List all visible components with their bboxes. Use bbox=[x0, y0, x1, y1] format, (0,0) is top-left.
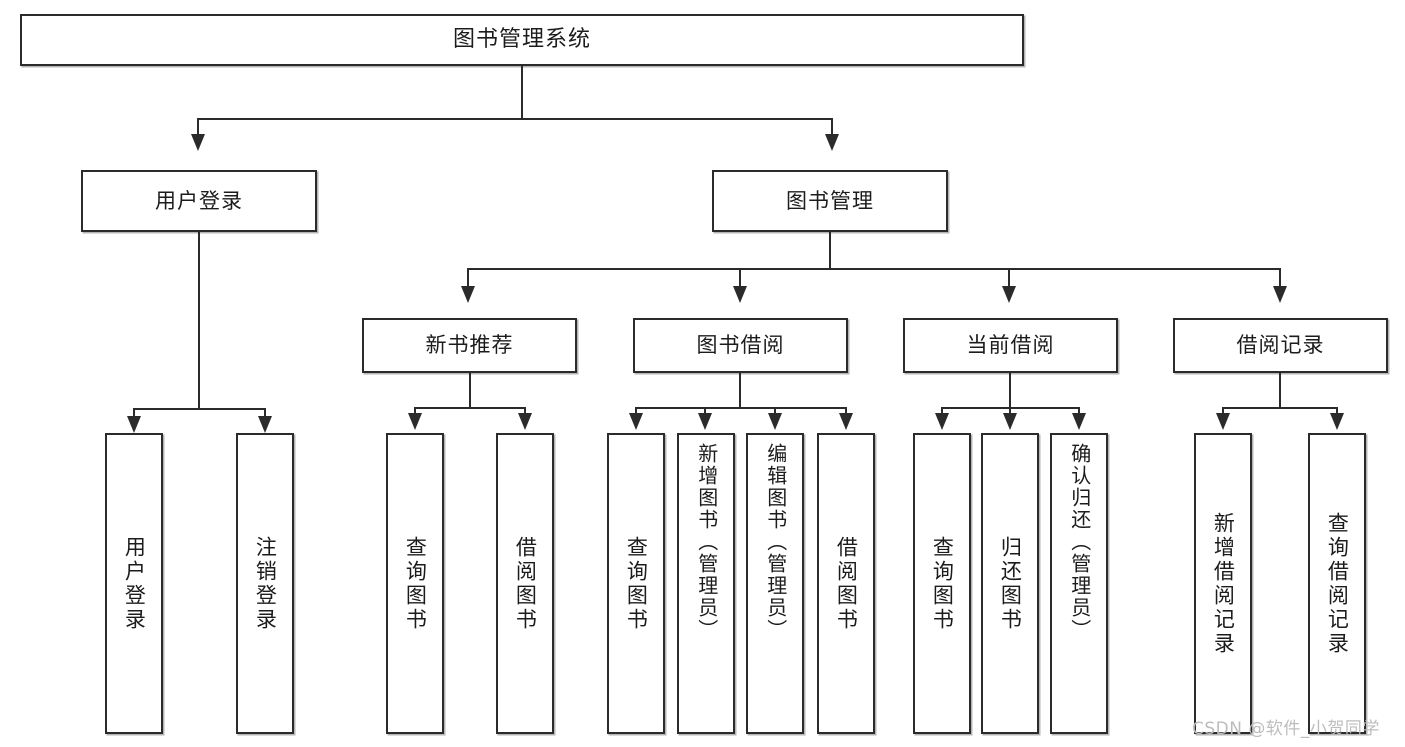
arrow-bb-child-2 bbox=[698, 413, 712, 430]
connector-bm-to-current-borrow bbox=[1008, 268, 1010, 288]
leaf-book-borrow-add-book-admin[interactable]: 新增图书（管理员） bbox=[677, 433, 735, 734]
connector-user-login-stem bbox=[198, 232, 200, 410]
arrow-root-to-book-management bbox=[825, 134, 839, 151]
leaf-borrow-record-add-record[interactable]: 新增借阅记录 bbox=[1194, 433, 1252, 734]
connector-root-stem bbox=[521, 66, 523, 119]
arrow-bm-to-borrow-record bbox=[1273, 286, 1287, 303]
leaf-new-book-query-book[interactable]: 查询图书 bbox=[386, 433, 444, 734]
connector-book-management-bar bbox=[467, 268, 1281, 270]
node-label: 图书管理 bbox=[786, 188, 874, 213]
leaf-current-borrow-confirm-return-admin[interactable]: 确认归还（管理员） bbox=[1050, 433, 1108, 734]
connector-borrow-record-stem bbox=[1279, 373, 1281, 409]
node-label: 借阅图书 bbox=[513, 535, 538, 632]
connector-user-login-child-1 bbox=[133, 408, 135, 418]
node-label: 新书推荐 bbox=[425, 333, 514, 358]
node-label: 当前借阅 bbox=[966, 333, 1055, 358]
leaf-borrow-record-query-record[interactable]: 查询借阅记录 bbox=[1308, 433, 1366, 734]
connector-new-book-stem bbox=[469, 373, 471, 409]
connector-bm-to-borrow-record bbox=[1279, 268, 1281, 288]
node-label: 图书借阅 bbox=[696, 333, 785, 358]
arrow-bb-child-4 bbox=[839, 413, 853, 430]
node-current-borrow[interactable]: 当前借阅 bbox=[903, 318, 1118, 373]
node-user-login[interactable]: 用户登录 bbox=[81, 170, 317, 232]
node-label: 归还图书 bbox=[998, 535, 1023, 632]
node-label: 借阅图书 bbox=[834, 535, 859, 632]
connector-new-book-bar bbox=[414, 407, 526, 409]
node-root-book-management-system[interactable]: 图书管理系统 bbox=[20, 14, 1024, 66]
connector-nb-child-2 bbox=[524, 407, 526, 415]
node-label: 查询图书 bbox=[403, 535, 428, 632]
node-label: 查询借阅记录 bbox=[1325, 511, 1350, 656]
arrow-br-child-1 bbox=[1216, 413, 1230, 430]
leaf-current-borrow-return-book[interactable]: 归还图书 bbox=[981, 433, 1039, 734]
node-book-management[interactable]: 图书管理 bbox=[712, 170, 948, 232]
node-label: 新增图书（管理员） bbox=[694, 443, 719, 641]
leaf-book-borrow-borrow-book[interactable]: 借阅图书 bbox=[817, 433, 875, 734]
arrow-root-to-user-login bbox=[191, 134, 205, 151]
arrow-bm-to-new-book bbox=[461, 286, 475, 303]
connector-bb-child-4 bbox=[845, 407, 847, 415]
leaf-user-login-logout[interactable]: 注销登录 bbox=[236, 433, 294, 734]
node-label: 编辑图书（管理员） bbox=[763, 443, 788, 641]
arrow-bm-to-book-borrow bbox=[733, 286, 747, 303]
arrow-nb-child-1 bbox=[408, 413, 422, 430]
connector-cb-child-3 bbox=[1078, 407, 1080, 415]
node-label: 查询图书 bbox=[930, 535, 955, 632]
connector-user-login-child-2 bbox=[264, 408, 266, 418]
node-borrow-record[interactable]: 借阅记录 bbox=[1173, 318, 1388, 373]
arrow-cb-child-1 bbox=[935, 413, 949, 430]
connector-root-to-book-management bbox=[831, 118, 833, 136]
node-label: 注销登录 bbox=[253, 535, 278, 632]
connector-nb-child-1 bbox=[414, 407, 416, 415]
connector-cb-child-2 bbox=[1009, 407, 1011, 415]
leaf-current-borrow-query-book[interactable]: 查询图书 bbox=[913, 433, 971, 734]
leaf-new-book-borrow-book[interactable]: 借阅图书 bbox=[496, 433, 554, 734]
connector-current-borrow-stem bbox=[1009, 373, 1011, 409]
node-label: 确认归还（管理员） bbox=[1067, 443, 1092, 641]
connector-bb-child-2 bbox=[704, 407, 706, 415]
connector-bb-child-3 bbox=[774, 407, 776, 415]
connector-book-borrow-stem bbox=[739, 373, 741, 409]
connector-bm-to-book-borrow bbox=[739, 268, 741, 288]
connector-cb-child-1 bbox=[941, 407, 943, 415]
connector-root-bar bbox=[197, 118, 833, 120]
arrow-nb-child-2 bbox=[518, 413, 532, 430]
arrow-user-login-child-2 bbox=[258, 416, 272, 433]
connector-book-borrow-bar bbox=[635, 407, 847, 409]
connector-br-child-1 bbox=[1222, 407, 1224, 415]
connector-book-management-stem bbox=[829, 232, 831, 270]
node-label: 新增借阅记录 bbox=[1211, 511, 1236, 656]
node-label: 借阅记录 bbox=[1236, 333, 1325, 358]
arrow-bb-child-3 bbox=[768, 413, 782, 430]
connector-br-child-2 bbox=[1336, 407, 1338, 415]
leaf-book-borrow-edit-book-admin[interactable]: 编辑图书（管理员） bbox=[746, 433, 804, 734]
arrow-cb-child-2 bbox=[1003, 413, 1017, 430]
connector-bb-child-1 bbox=[635, 407, 637, 415]
connector-root-to-user-login bbox=[197, 118, 199, 136]
leaf-user-login-login[interactable]: 用户登录 bbox=[105, 433, 163, 734]
arrow-bm-to-current-borrow bbox=[1002, 286, 1016, 303]
connector-borrow-record-bar bbox=[1222, 407, 1338, 409]
node-new-book-recommend[interactable]: 新书推荐 bbox=[362, 318, 577, 373]
connector-bm-to-new-book bbox=[467, 268, 469, 288]
arrow-br-child-2 bbox=[1330, 413, 1344, 430]
node-book-borrow[interactable]: 图书借阅 bbox=[633, 318, 848, 373]
node-label: 查询图书 bbox=[624, 535, 649, 632]
node-label: 图书管理系统 bbox=[452, 27, 591, 53]
arrow-user-login-child-1 bbox=[127, 416, 141, 433]
arrow-cb-child-3 bbox=[1072, 413, 1086, 430]
leaf-book-borrow-query-book[interactable]: 查询图书 bbox=[607, 433, 665, 734]
connector-user-login-bar bbox=[133, 408, 266, 410]
arrow-bb-child-1 bbox=[629, 413, 643, 430]
node-label: 用户登录 bbox=[122, 535, 147, 632]
node-label: 用户登录 bbox=[155, 188, 243, 213]
